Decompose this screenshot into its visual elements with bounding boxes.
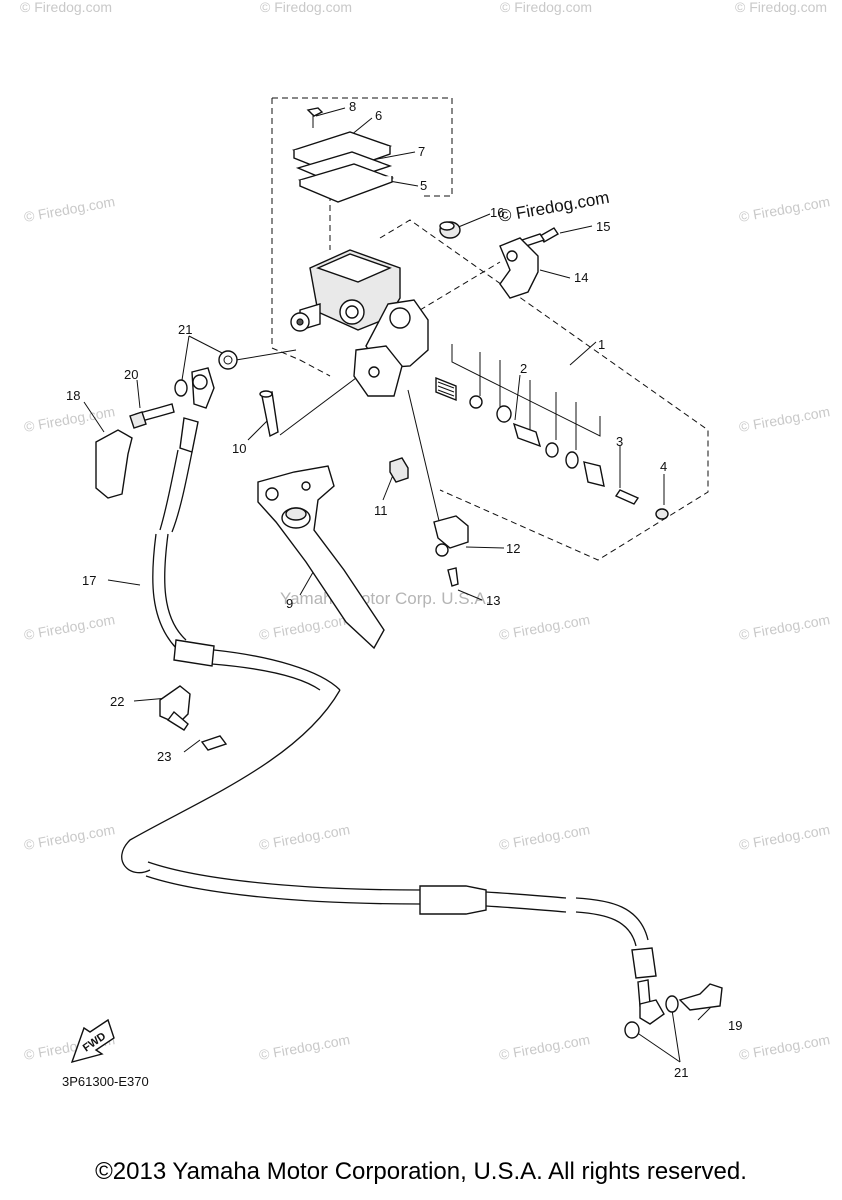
watermark-text: © Firedog.com	[738, 403, 831, 435]
watermark-text: © Firedog.com	[23, 821, 116, 853]
watermark-text: © Firedog.com	[498, 1031, 591, 1063]
watermark-text: © Firedog.com	[20, 0, 112, 15]
watermark-header: © Firedog.com	[497, 188, 610, 226]
leader-lines	[83, 107, 713, 1063]
clamp-14	[499, 237, 539, 299]
callout-9: 9	[286, 596, 293, 611]
switch-12	[433, 515, 469, 549]
callout-19: 19	[728, 1018, 742, 1033]
watermark-text: © Firedog.com	[735, 0, 827, 15]
cup	[496, 405, 512, 423]
brake-hose-17	[121, 449, 723, 1039]
callout-layer: 8 6 7 5 16 15 14 1 2 3 4 21 20 18 10 11 …	[66, 99, 742, 1080]
screw-13	[447, 567, 459, 587]
callout-4: 4	[660, 459, 667, 474]
callout-16: 16	[490, 205, 504, 220]
watermark-text: © Firedog.com	[258, 821, 351, 853]
callout-23: 23	[157, 749, 171, 764]
watermark-text: © Firedog.com	[738, 821, 831, 853]
hose-joint	[419, 885, 487, 915]
callout-12: 12	[506, 541, 520, 556]
assembly-outlines	[271, 97, 709, 561]
piston	[512, 422, 542, 448]
watermark-text: © Firedog.com	[498, 821, 591, 853]
callout-3: 3	[616, 434, 623, 449]
clamp-assembly	[439, 221, 559, 299]
watermark-text: © Firedog.com	[738, 611, 831, 643]
watermark-text: © Firedog.com	[498, 611, 591, 643]
callout-13: 13	[486, 593, 500, 608]
callout-2: 2	[520, 361, 527, 376]
callout-1: 1	[598, 337, 605, 352]
nut-4	[655, 508, 669, 520]
callout-21-lower: 21	[674, 1065, 688, 1080]
watermark-text: © Firedog.com	[23, 403, 116, 435]
screw-icon	[306, 107, 324, 117]
washer-21c	[624, 1021, 640, 1039]
callout-6: 6	[375, 108, 382, 123]
bolt-23	[200, 735, 228, 751]
callout-11: 11	[374, 503, 388, 518]
watermark-text: © Firedog.com	[738, 193, 831, 225]
banjo-bolt-19	[678, 983, 723, 1011]
washer	[469, 395, 483, 409]
watermark-text: © Firedog.com	[23, 193, 116, 225]
watermark-text: © Firedog.com	[23, 611, 116, 643]
banjo-right	[639, 999, 665, 1025]
boot	[583, 461, 605, 487]
washer-21	[218, 350, 238, 370]
hose-clamp-22	[159, 685, 228, 751]
hose-left-fittings	[95, 350, 238, 499]
watermark-text: © Firedog.com	[500, 0, 592, 15]
nut-11	[389, 457, 409, 483]
callout-20: 20	[124, 367, 138, 382]
reservoir-cap-assembly	[291, 107, 395, 203]
washer-21b	[174, 379, 188, 397]
diagram-code: 3P61300-E370	[62, 1074, 149, 1089]
washer-21d	[665, 995, 679, 1013]
master-cylinder-body	[290, 249, 429, 397]
push-rod-3	[614, 489, 640, 505]
piston-kit	[435, 344, 669, 520]
callout-7: 7	[418, 144, 425, 159]
callout-15: 15	[596, 219, 610, 234]
lever-assembly	[257, 390, 469, 650]
callout-21: 21	[178, 322, 192, 337]
watermark-text: © Firedog.com	[738, 1031, 831, 1063]
cover-18	[95, 429, 133, 499]
watermark-text: © Firedog.com	[258, 611, 351, 643]
callout-8: 8	[349, 99, 356, 114]
callout-22: 22	[110, 694, 124, 709]
callout-18: 18	[66, 388, 80, 403]
callout-5: 5	[420, 178, 427, 193]
pivot-bolt-10	[261, 391, 279, 438]
watermark-corp: Yamaha Motor Corp. U.S.A.	[280, 589, 490, 608]
callout-17: 17	[82, 573, 96, 588]
callout-14: 14	[574, 270, 588, 285]
watermark-text: © Firedog.com	[260, 0, 352, 15]
copyright-notice: ©2013 Yamaha Motor Corporation, U.S.A. A…	[95, 1158, 747, 1185]
watermark-text: © Firedog.com	[258, 1031, 351, 1063]
callout-10: 10	[232, 441, 246, 456]
